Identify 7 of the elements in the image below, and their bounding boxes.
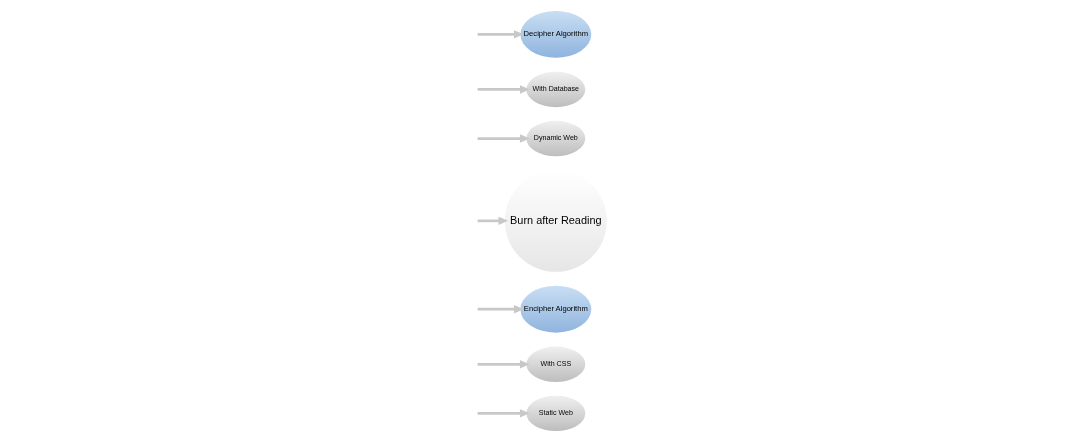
arrow [477, 304, 524, 314]
arrow [477, 216, 508, 226]
arrow [477, 85, 530, 94]
arrow [477, 409, 530, 418]
arrow [477, 134, 530, 143]
arrow [477, 360, 530, 369]
arrow [477, 30, 524, 39]
